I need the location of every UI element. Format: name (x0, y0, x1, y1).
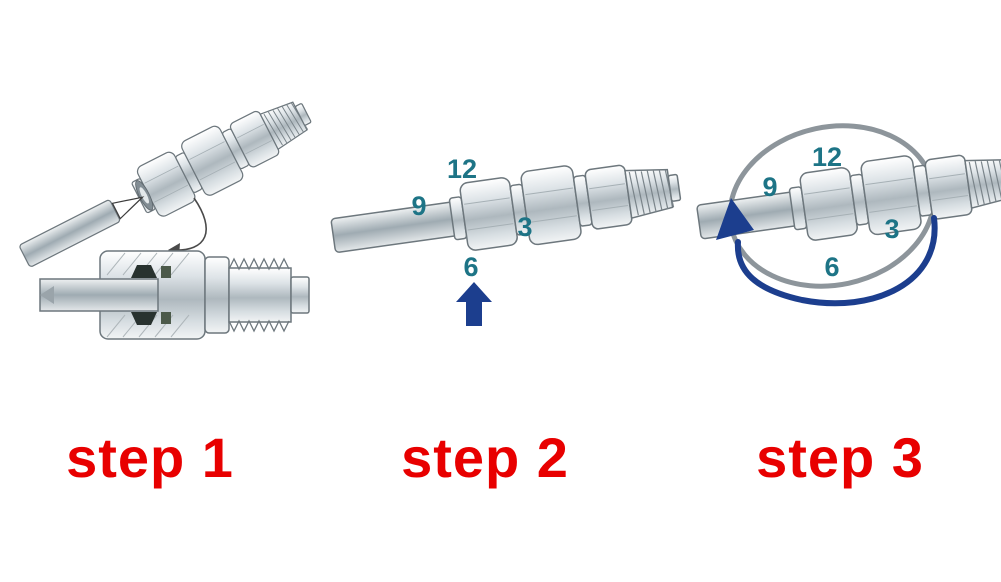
cutaway-body-shoulder (204, 256, 230, 334)
rotation-arrow (716, 198, 938, 307)
up-arrow (456, 282, 492, 326)
step2-label: step 2 (401, 426, 569, 489)
tube (19, 199, 121, 267)
clock-number-12: 12 (447, 154, 477, 184)
male-threads-bottom (228, 319, 290, 333)
fitting (124, 85, 321, 226)
clock-number-9: 9 (411, 191, 426, 221)
step3-label: step 3 (756, 426, 924, 489)
step1-cutaway-view (39, 250, 310, 340)
thread-tip (290, 276, 310, 314)
male-threads-top (228, 257, 290, 271)
step2-illustration: 12 9 3 6 (330, 149, 685, 326)
tube (330, 200, 467, 253)
tube-in-section (39, 278, 159, 312)
back-ferrule-bottom (161, 312, 171, 324)
ferrule-top (131, 265, 157, 278)
back-ferrule-top (161, 266, 171, 278)
step3-illustration: 12 9 3 6 (696, 123, 1001, 307)
step1-label: step 1 (66, 426, 234, 489)
clock-number-6: 6 (463, 252, 478, 282)
insertion-wedge-arrow (111, 196, 145, 220)
clock-number-6: 6 (824, 252, 839, 282)
tube-break-chevron (40, 286, 54, 304)
step1-insertion-view (19, 85, 321, 267)
clock-number-9: 9 (762, 172, 777, 202)
clock-number-12: 12 (812, 142, 842, 172)
cutaway-threaded-end (228, 267, 292, 323)
fitting (446, 149, 685, 257)
step1-illustration (19, 85, 321, 340)
clock-number-3: 3 (517, 212, 532, 242)
clock-number-3: 3 (884, 214, 899, 244)
ferrule-bottom (131, 312, 157, 325)
